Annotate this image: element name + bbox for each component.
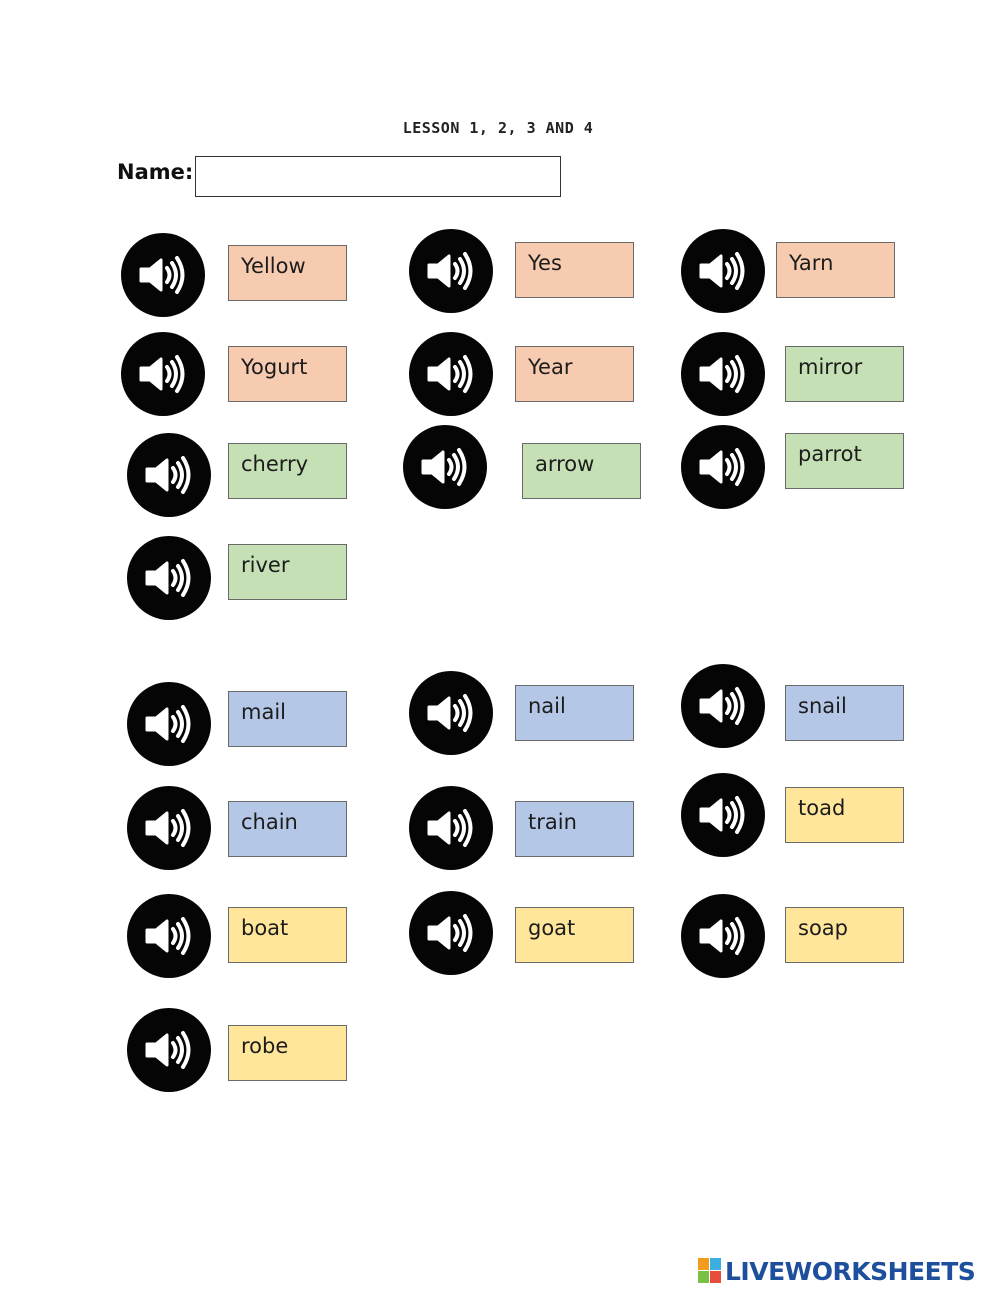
- speaker-button[interactable]: [681, 773, 765, 857]
- word-box: parrot: [785, 433, 904, 489]
- word-box: cherry: [228, 443, 347, 499]
- speaker-button[interactable]: [127, 894, 211, 978]
- page-title: LESSON 1, 2, 3 AND 4: [402, 119, 594, 137]
- liveworksheets-logo: LIVEWORKSHEETS: [698, 1256, 976, 1286]
- speaker-button[interactable]: [681, 664, 765, 748]
- word-box: Year: [515, 346, 634, 402]
- speaker-button[interactable]: [409, 332, 493, 416]
- word-box: snail: [785, 685, 904, 741]
- speaker-button[interactable]: [403, 425, 487, 509]
- speaker-button[interactable]: [681, 894, 765, 978]
- speaker-button[interactable]: [409, 229, 493, 313]
- speaker-button[interactable]: [409, 671, 493, 755]
- word-box: Yellow: [228, 245, 347, 301]
- speaker-button[interactable]: [409, 891, 493, 975]
- word-box: Yogurt: [228, 346, 347, 402]
- word-box: Yes: [515, 242, 634, 298]
- speaker-button[interactable]: [409, 786, 493, 870]
- word-box: boat: [228, 907, 347, 963]
- word-box: toad: [785, 787, 904, 843]
- speaker-button[interactable]: [127, 536, 211, 620]
- word-box: arrow: [522, 443, 641, 499]
- speaker-button[interactable]: [127, 682, 211, 766]
- speaker-button[interactable]: [121, 332, 205, 416]
- word-box: soap: [785, 907, 904, 963]
- speaker-button[interactable]: [127, 1008, 211, 1092]
- word-box: mirror: [785, 346, 904, 402]
- word-box: train: [515, 801, 634, 857]
- word-box: chain: [228, 801, 347, 857]
- speaker-button[interactable]: [127, 786, 211, 870]
- speaker-button[interactable]: [681, 229, 765, 313]
- speaker-button[interactable]: [681, 332, 765, 416]
- word-box: nail: [515, 685, 634, 741]
- word-box: mail: [228, 691, 347, 747]
- word-box: goat: [515, 907, 634, 963]
- word-box: Yarn: [776, 242, 895, 298]
- name-label: Name:: [117, 160, 194, 184]
- word-box: river: [228, 544, 347, 600]
- logo-text: LIVEWORKSHEETS: [725, 1256, 976, 1286]
- speaker-button[interactable]: [121, 233, 205, 317]
- logo-blocks-icon: [698, 1258, 722, 1284]
- speaker-button[interactable]: [127, 433, 211, 517]
- word-box: robe: [228, 1025, 347, 1081]
- speaker-button[interactable]: [681, 425, 765, 509]
- name-input[interactable]: [195, 156, 561, 197]
